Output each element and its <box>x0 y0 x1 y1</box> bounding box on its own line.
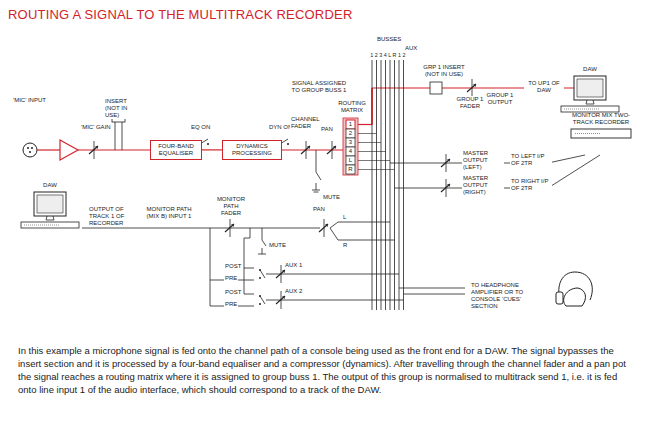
device-icon: MONITOR MIX TWO-TRACK RECORDER <box>570 112 632 140</box>
monitor-pan <box>319 219 328 237</box>
label: 4 <box>346 147 355 156</box>
label: L <box>346 156 355 165</box>
label: R <box>342 242 348 249</box>
channel-pan <box>327 141 336 159</box>
master-faders <box>441 154 450 197</box>
label: R <box>346 165 355 174</box>
label: 'MIC' INPUT <box>12 97 54 104</box>
label: MONITOR PATH (MIX B) INPUT 1 <box>140 206 198 220</box>
label: ROUTING MATRIX <box>336 100 368 114</box>
headphones <box>556 272 592 306</box>
process-box: DYNAMICS PROCESSING <box>222 140 282 160</box>
caption: In this example a microphone signal is f… <box>18 344 632 396</box>
label: POST <box>224 289 242 296</box>
label: MUTE <box>322 194 341 201</box>
label: PRE <box>224 301 238 308</box>
device-icon: DAW <box>560 66 620 115</box>
monitor-fader <box>225 219 234 237</box>
group-fader <box>467 79 476 97</box>
label: GRP 1 INSERT (NOT IN USE) <box>420 64 468 78</box>
label: L <box>342 214 347 221</box>
channel-mute <box>312 150 321 192</box>
label: AUX <box>404 45 418 52</box>
aux-switches <box>259 269 265 305</box>
computer-icon <box>20 191 80 231</box>
gain-knob <box>89 141 98 159</box>
connector-line <box>202 149 222 150</box>
label: PAN <box>312 206 326 213</box>
label: PRE <box>224 275 238 282</box>
process-box: FOUR-BAND EQUALISER <box>150 140 202 160</box>
bus-lines <box>372 60 404 310</box>
label: OUTPUT OF TRACK 1 OF RECORDER <box>88 206 146 227</box>
main-signal-path <box>37 88 590 175</box>
label: MONITOR PATH FADER <box>212 196 250 217</box>
label: 3 <box>346 138 355 147</box>
label: BUSSES <box>376 36 402 43</box>
title: ROUTING A SIGNAL TO THE MULTITRACK RECOR… <box>8 7 353 22</box>
node-label: DAW <box>560 66 620 73</box>
label: MASTER OUTPUT (RIGHT) <box>462 175 504 196</box>
label: 'MIC' GAIN <box>80 124 112 131</box>
label: 1 2 3 4 L R 1 2 <box>370 52 405 58</box>
label: SIGNAL ASSIGNED TO GROUP BUSS 1 <box>290 80 348 94</box>
label: AUX 2 <box>284 288 303 295</box>
label: TO LEFT I/P OF 2TR <box>510 153 552 167</box>
label: MUTE <box>268 242 287 249</box>
group-insert <box>430 82 442 94</box>
label: POST <box>224 263 242 270</box>
label: TO RIGHT I/P OF 2TR <box>510 178 552 192</box>
node-label: DYNAMICS PROCESSING <box>226 143 278 157</box>
computer-icon <box>560 75 620 115</box>
label: TO HEADPHONE AMPLIFIER OR TO CONSOLE 'CU… <box>470 282 542 310</box>
label: AUX 1 <box>284 262 303 269</box>
label: 1 <box>346 120 355 129</box>
node-label: DAW <box>20 182 80 189</box>
recorder-icon <box>570 128 632 140</box>
device-icon: DAW <box>20 182 80 231</box>
label: GROUP 1 OUTPUT <box>484 92 516 106</box>
label: PAN <box>320 126 334 133</box>
label: TO UP1 OF DAW <box>524 80 564 94</box>
monitor-path <box>82 222 465 306</box>
label: EQ ON <box>190 124 211 131</box>
aux-faders <box>276 265 285 309</box>
node-label: FOUR-BAND EQUALISER <box>154 143 198 157</box>
signal-connector <box>202 149 222 150</box>
matrix-buttons <box>346 120 355 174</box>
label: 2 <box>346 129 355 138</box>
label: CHANNEL FADER <box>290 116 322 130</box>
label: INSERT (NOT IN USE) <box>104 98 140 119</box>
insert-jack <box>112 115 125 150</box>
node-label: MONITOR MIX TWO-TRACK RECORDER <box>570 112 632 126</box>
label: MASTER OUTPUT (LEFT) <box>462 150 504 171</box>
label: GROUP 1 FADER <box>452 96 488 110</box>
mic-input-connector <box>23 143 37 157</box>
channel-fader <box>301 141 310 159</box>
